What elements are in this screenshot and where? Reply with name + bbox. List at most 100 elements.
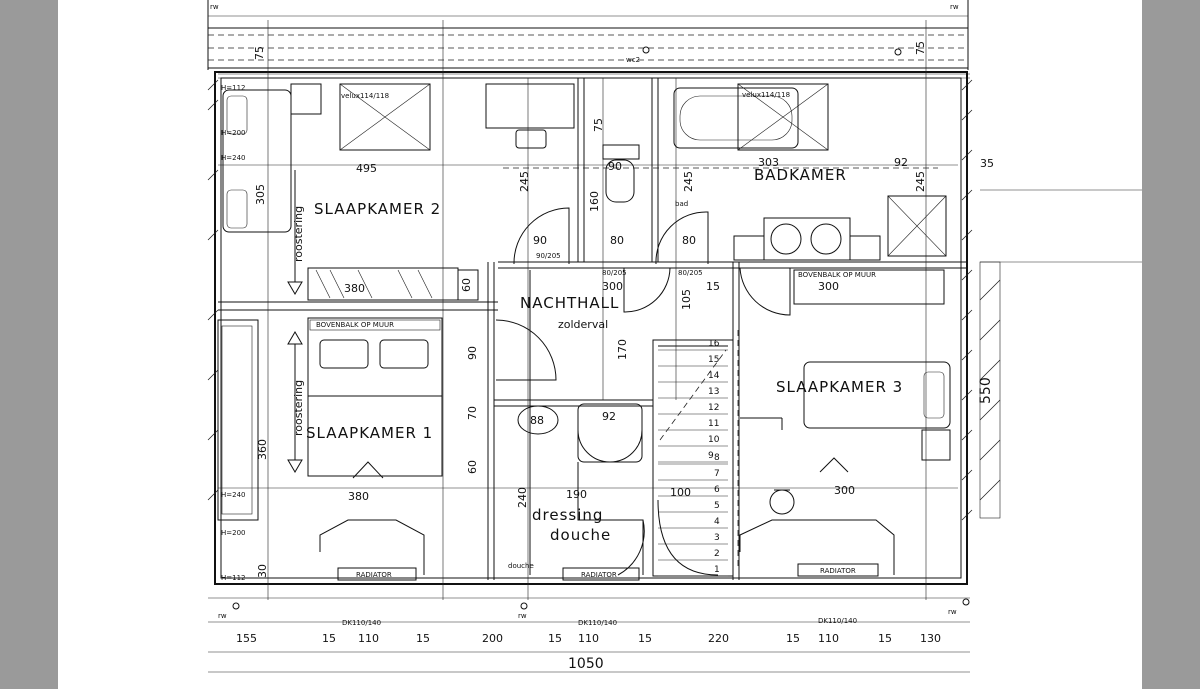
dim-92: 92 xyxy=(602,410,616,423)
bottom-dim-9: 15 xyxy=(786,632,800,645)
dim-80-hall1: 80 xyxy=(610,234,624,247)
zolderval-label: zolderval xyxy=(558,318,608,331)
roof-band: rw rw 75 75 wc2 xyxy=(207,0,970,79)
label-nachthall: NACHTHALL xyxy=(520,294,619,312)
dim-total-1050: 1050 xyxy=(568,656,604,672)
dim-300-bath: 300 xyxy=(818,280,839,293)
dim-88: 88 xyxy=(530,414,544,427)
radiator-label-1: RADIATOR xyxy=(356,571,392,579)
stair-step-number: 13 xyxy=(708,387,719,397)
dim-303: 303 xyxy=(758,156,779,169)
dim-90-wc: 90 xyxy=(608,160,622,173)
bottom-dim-11: 15 xyxy=(878,632,892,645)
room-slaapkamer-1: SLAAPKAMER 1 roostering BOVENBALK OP MUU… xyxy=(217,317,479,582)
radiator-label-3: RADIATOR xyxy=(820,567,856,575)
interior-walls xyxy=(218,78,966,580)
rw-label-tl: rw xyxy=(210,3,219,11)
bottom-dimensions: rw rw rw DK110/140 DK110/140 DK110/140 1… xyxy=(218,598,970,672)
radiator-label-2: RADIATOR xyxy=(581,571,617,579)
room-slaapkamer-3: SLAAPKAMER 3 300 RADIATOR xyxy=(739,361,951,577)
bovenbalk-label-sk3: BOVENBALK OP MUUR xyxy=(798,271,876,279)
rw-label-br: rw xyxy=(948,608,957,616)
dim-190: 190 xyxy=(566,488,587,501)
dim-75-wc: 75 xyxy=(592,118,605,132)
stair-step-number: 8 xyxy=(714,453,720,463)
dim-240: 240 xyxy=(516,487,529,508)
door-label-90-205: 90/205 xyxy=(536,252,561,260)
room-dressing-douche: dressing douche 88 92 190 240 douche RAD… xyxy=(508,403,645,581)
stair-step-number: 3 xyxy=(714,533,720,543)
dim-305: 305 xyxy=(254,184,267,205)
rw-label-bm: rw xyxy=(518,612,527,620)
bottom-dim-6: 110 xyxy=(578,632,599,645)
label-badkamer: BADKAMER xyxy=(754,166,847,184)
dim-245-wc: 245 xyxy=(518,171,531,192)
bottom-dim-2: 110 xyxy=(358,632,379,645)
bovenbalk-label-sk1: BOVENBALK OP MUUR xyxy=(316,321,394,329)
dk-label-2: DK110/140 xyxy=(578,619,617,627)
rw-label-tr: rw xyxy=(950,3,959,11)
rw-label-bl: rw xyxy=(218,612,227,620)
stair-step-number: 9 xyxy=(708,451,714,461)
dim-15-hall: 15 xyxy=(706,280,720,293)
dim-75-right: 75 xyxy=(914,41,927,55)
dim-70-sk1: 70 xyxy=(466,406,479,420)
dimension-lines xyxy=(208,20,970,673)
dim-75-left: 75 xyxy=(253,46,266,60)
label-slaapkamer-3: SLAAPKAMER 3 xyxy=(776,378,903,396)
label-slaapkamer-1: SLAAPKAMER 1 xyxy=(306,424,433,442)
bottom-dim-12: 130 xyxy=(920,632,941,645)
dim-80-hall2: 80 xyxy=(682,234,696,247)
stair-step-number: 5 xyxy=(714,501,720,511)
stair-step-number: 12 xyxy=(708,403,719,413)
dim-10-92: 92 xyxy=(894,156,908,169)
wc-label: wc2 xyxy=(626,56,640,64)
dim-495: 495 xyxy=(356,162,377,175)
dim-30: 30 xyxy=(256,564,269,578)
stair-step-number: 15 xyxy=(708,355,719,365)
dim-60: 60 xyxy=(460,278,473,292)
h200-label-bottom: H=200 xyxy=(221,529,246,537)
outer-walls: 550 35 xyxy=(207,71,1142,585)
bottom-dim-10: 110 xyxy=(818,632,839,645)
room-badkamer: BADKAMER 303 velux114/118 bad BOVENBALK … xyxy=(673,83,947,305)
stair-step-number: 16 xyxy=(708,339,720,349)
dim-35: 35 xyxy=(980,157,994,170)
h112-label-bottom: H=112 xyxy=(221,574,246,582)
roostering-label-sk1: roostering xyxy=(292,380,305,436)
stair-step-number: 4 xyxy=(714,517,720,527)
bottom-dim-8: 220 xyxy=(708,632,729,645)
stair-step-number: 14 xyxy=(708,371,720,381)
dim-60-sk1: 60 xyxy=(466,460,479,474)
bottom-dim-0: 155 xyxy=(236,632,257,645)
dim-100-stair: 100 xyxy=(670,486,691,499)
dk-label-3: DK110/140 xyxy=(818,617,857,625)
plan-sheet: rw rw 75 75 wc2 xyxy=(58,0,1142,689)
dim-245-right: 245 xyxy=(914,171,927,192)
stair-step-number: 2 xyxy=(714,549,720,559)
dim-90-sk1: 90 xyxy=(466,346,479,360)
stair-step-number: 7 xyxy=(714,469,720,479)
room-slaapkamer-2: SLAAPKAMER 2 roostering 495 305 velux114… xyxy=(221,83,575,301)
dim-170: 170 xyxy=(616,339,629,360)
dim-160: 160 xyxy=(588,191,601,212)
bottom-dim-5: 15 xyxy=(548,632,562,645)
douche-small-label: douche xyxy=(508,562,534,570)
dk-label-1: DK110/140 xyxy=(342,619,381,627)
roostering-label-sk2: roostering xyxy=(292,206,305,262)
dim-300-hall: 300 xyxy=(602,280,623,293)
bottom-dim-1: 15 xyxy=(322,632,336,645)
dim-380-bottom: 380 xyxy=(348,490,369,503)
dim-105: 105 xyxy=(680,289,693,310)
velux-label-2: velux114/118 xyxy=(742,91,790,99)
room-nachthall: NACHTHALL zolderval 90 160 245 90 80 80 … xyxy=(460,118,791,381)
label-slaapkamer-2: SLAAPKAMER 2 xyxy=(314,200,441,218)
dim-245-bath: 245 xyxy=(682,171,695,192)
door-label-80-205-a: 80/205 xyxy=(602,269,627,277)
h200-label-top: H=200 xyxy=(221,129,246,137)
dim-90-hall: 90 xyxy=(533,234,547,247)
dim-360: 360 xyxy=(256,439,269,460)
dim-380-top: 380 xyxy=(344,282,365,295)
h240-label-top: H=240 xyxy=(221,154,246,162)
